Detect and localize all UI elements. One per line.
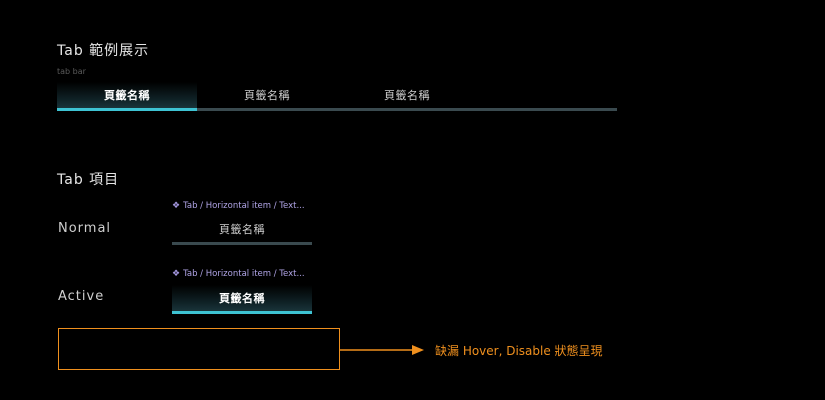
tab-item-active-bar (172, 311, 312, 314)
section-title-tab-item: Tab 項目 (57, 172, 120, 188)
annotation-box (58, 328, 340, 370)
component-name-normal: ❖ Tab / Horizontal item / Text... (172, 201, 305, 211)
tab-item-active[interactable]: 頁籤名稱 (172, 285, 312, 314)
tab-item-bar (172, 242, 312, 245)
tab-2[interactable]: 頁籤名稱 (197, 82, 337, 111)
tab-1[interactable]: 頁籤名稱 (57, 82, 197, 111)
component-diamond-icon: ❖ (172, 269, 181, 279)
component-name-text: Tab / Horizontal item / Text... (183, 201, 305, 211)
arrow-right-icon (340, 345, 424, 355)
tab-label: 頁籤名稱 (104, 89, 150, 102)
tab-bar-track (57, 108, 617, 111)
tab-bar: 頁籤名稱 頁籤名稱 頁籤名稱 (57, 82, 617, 111)
component-name-active: ❖ Tab / Horizontal item / Text... (172, 269, 305, 279)
tab-3[interactable]: 頁籤名稱 (337, 82, 477, 111)
tab-label: 頁籤名稱 (244, 89, 290, 102)
tab-active-indicator (57, 108, 197, 111)
component-diamond-icon: ❖ (172, 201, 181, 211)
tab-bar-caption: tab bar (57, 67, 86, 76)
state-label-active: Active (58, 289, 105, 304)
section-title-tab-example: Tab 範例展示 (57, 43, 150, 59)
tab-label: 頁籤名稱 (384, 89, 430, 102)
annotation-text: 缺漏 Hover, Disable 狀態呈現 (435, 344, 603, 358)
tab-item-label: 頁籤名稱 (219, 292, 265, 305)
component-name-text: Tab / Horizontal item / Text... (183, 269, 305, 279)
tab-item-label: 頁籤名稱 (219, 223, 265, 236)
tab-item-normal[interactable]: 頁籤名稱 (172, 216, 312, 245)
state-label-normal: Normal (58, 221, 112, 236)
